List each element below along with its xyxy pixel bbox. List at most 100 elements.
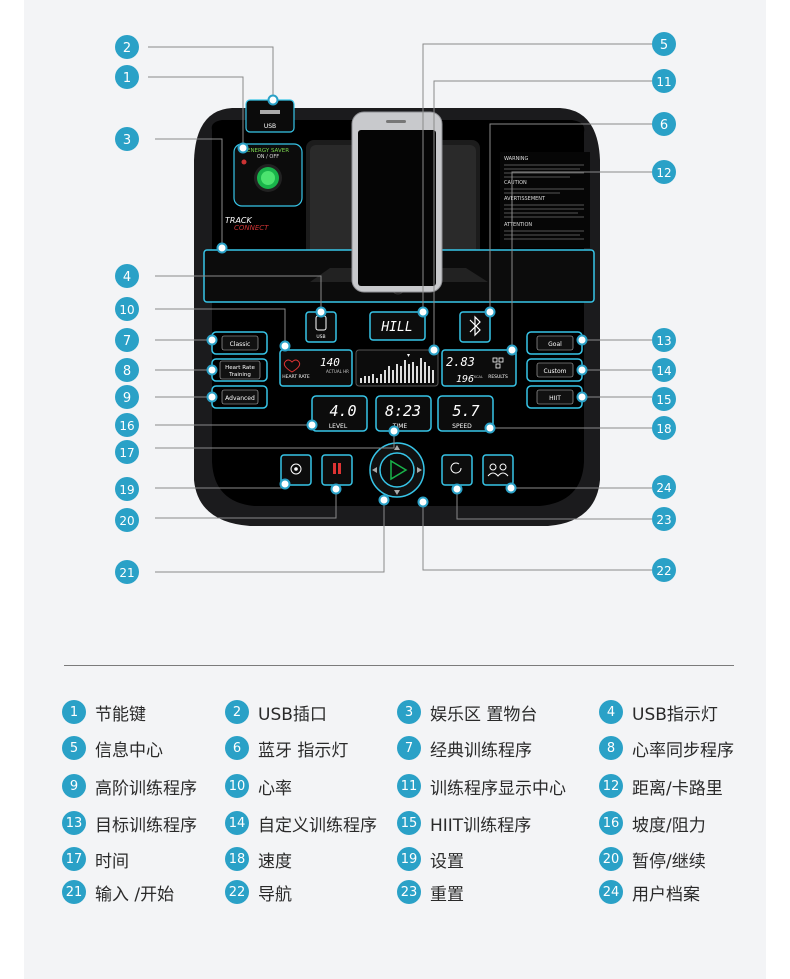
- heart-rate-value: 140: [320, 356, 340, 369]
- program-name: HILL: [380, 320, 412, 335]
- goal-label: Goal: [548, 341, 562, 348]
- calories-value: 196: [456, 374, 474, 385]
- usb-port-label: USB: [264, 123, 276, 130]
- speed-label: SPEED: [452, 423, 472, 430]
- settings-button[interactable]: [280, 454, 312, 486]
- heart-icon: [283, 359, 301, 373]
- time-display: 8:23 TIME: [375, 395, 432, 432]
- svg-text:HEART RATE: HEART RATE: [282, 374, 310, 380]
- reset-icon: [450, 462, 462, 474]
- callout-13: 13: [656, 334, 671, 348]
- time-label: TIME: [392, 423, 408, 430]
- heart-rate-training-button[interactable]: Heart Rate Training: [211, 358, 268, 382]
- gear-icon: [290, 463, 302, 475]
- callout-2: 2: [123, 41, 131, 56]
- callout-15: 15: [656, 393, 671, 407]
- svg-text:USB: USB: [316, 334, 325, 340]
- svg-text:CAUTION: CAUTION: [504, 180, 527, 186]
- program-display: HILL: [369, 311, 426, 341]
- brand-sub-text: CONNECT: [234, 224, 269, 232]
- classic-label: Classic: [230, 341, 251, 348]
- svg-text:WARNING: WARNING: [504, 156, 529, 162]
- legend-divider: [64, 665, 734, 666]
- user-profile-icon: [489, 463, 497, 471]
- callout-7: 7: [123, 334, 131, 349]
- callout-1: 1: [123, 71, 131, 86]
- energy-saver-sub: ON / OFF: [257, 154, 279, 160]
- hr-training-label-2: Training: [228, 372, 251, 378]
- svg-text:KCAL: KCAL: [474, 375, 483, 379]
- callout-5: 5: [660, 38, 668, 53]
- callout-12: 12: [656, 166, 671, 180]
- user-profile-button[interactable]: [482, 454, 514, 486]
- svg-text:ATTENTION: ATTENTION: [504, 222, 532, 228]
- callout-4: 4: [123, 270, 131, 285]
- svg-text:AVERTISSEMENT: AVERTISSEMENT: [504, 196, 546, 202]
- hiit-button[interactable]: HIIT: [526, 385, 583, 409]
- svg-text:RESULTS: RESULTS: [488, 374, 508, 380]
- pause-icon: [333, 463, 336, 474]
- play-icon: [390, 459, 408, 481]
- callout-14: 14: [656, 364, 671, 378]
- advanced-button[interactable]: Advanced: [211, 385, 268, 409]
- callout-6: 6: [660, 118, 668, 133]
- heart-rate-display: HEART RATE 140 ACTUAL HR: [279, 349, 353, 387]
- hr-training-label-1: Heart Rate: [225, 365, 255, 371]
- speed-display: 5.7 SPEED: [437, 395, 494, 432]
- distance-value: 2.83: [446, 355, 475, 369]
- speed-value: 5.7: [452, 402, 479, 420]
- distance-calories-display: 2.83 196 KCAL RESULTS: [441, 349, 517, 387]
- callout-16: 16: [119, 419, 134, 433]
- program-profile-display: [355, 349, 439, 387]
- callout-9: 9: [123, 391, 131, 406]
- callout-10: 10: [119, 303, 134, 317]
- results-icon: [492, 357, 504, 369]
- brand-text: TRACK: [225, 216, 253, 225]
- level-value: 4.0: [329, 402, 356, 420]
- hiit-label: HIIT: [549, 395, 561, 402]
- callout-21: 21: [119, 566, 134, 580]
- callout-20: 20: [119, 514, 134, 528]
- level-display: 4.0 LEVEL: [311, 395, 368, 432]
- callout-24: 24: [656, 481, 671, 495]
- energy-saver-label: ENERGY SAVER: [247, 148, 289, 154]
- navigation-pad[interactable]: [369, 442, 425, 498]
- bluetooth-icon: [469, 315, 481, 337]
- callout-11: 11: [656, 75, 671, 89]
- advanced-label: Advanced: [225, 395, 255, 402]
- callout-3: 3: [123, 133, 131, 148]
- callout-dots: [206, 94, 588, 508]
- callout-lines: [148, 43, 652, 573]
- phone-image: [351, 111, 443, 293]
- callout-17: 17: [119, 446, 134, 460]
- svg-text:ACTUAL HR: ACTUAL HR: [326, 369, 349, 374]
- energy-saver-key[interactable]: ENERGY SAVER ON / OFF: [233, 143, 303, 207]
- callout-18: 18: [656, 422, 671, 436]
- callout-19: 19: [119, 483, 134, 497]
- pause-resume-button[interactable]: [321, 454, 353, 486]
- time-value: 8:23: [385, 402, 421, 420]
